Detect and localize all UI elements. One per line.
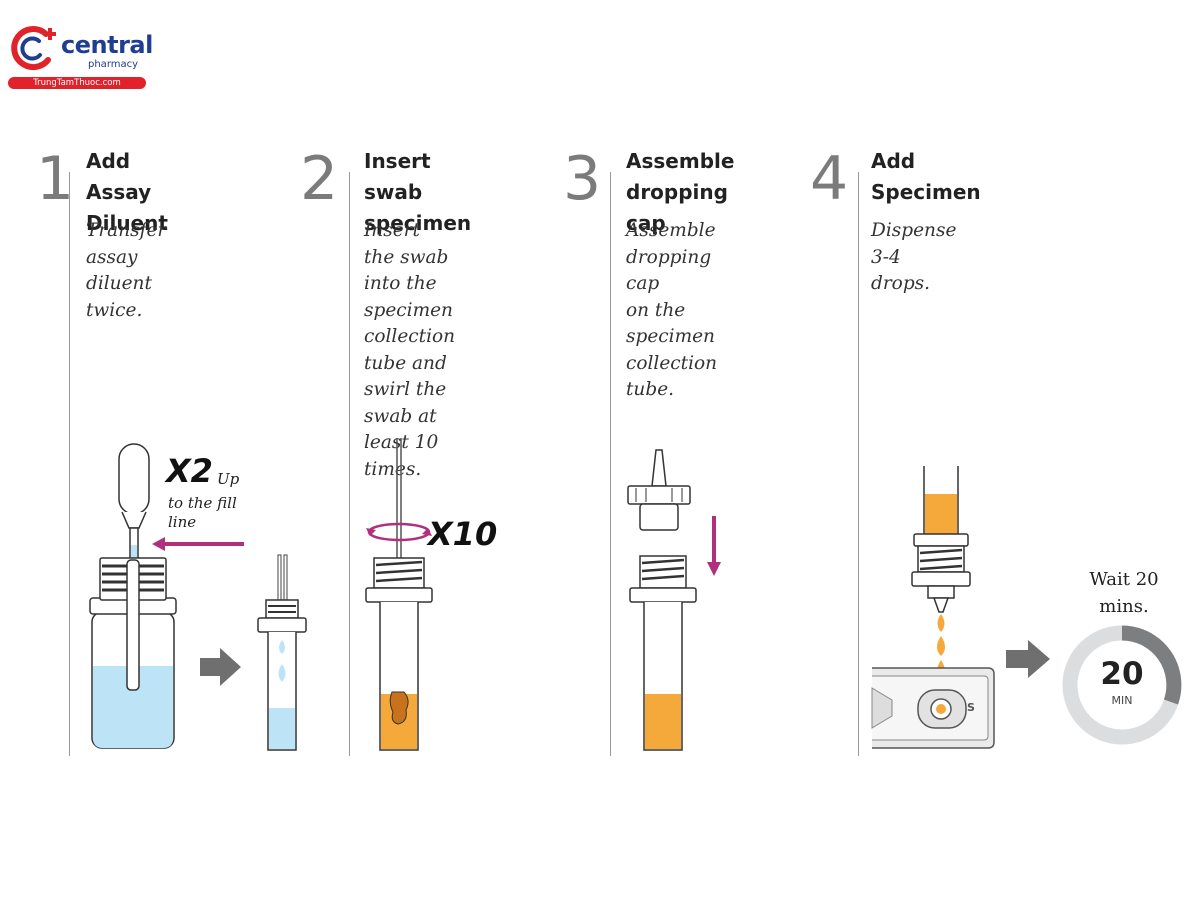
diluent-bottle-icon	[89, 557, 177, 749]
pharmacy-cross-logo-icon	[11, 26, 56, 71]
step-number: 3	[563, 144, 602, 214]
sample-well-mark: S	[967, 701, 975, 714]
swab-in-tube-icon	[365, 438, 433, 751]
repeat-count-label: X2	[166, 452, 213, 490]
step-title: Add Assay Diluent	[86, 149, 168, 235]
fill-line-note-lead: Up	[217, 470, 240, 488]
fill-line-note: to the fill line	[168, 494, 237, 531]
timer-unit: MIN	[1111, 694, 1133, 707]
timer-ring-icon	[1062, 625, 1182, 745]
test-cassette-icon	[871, 667, 995, 749]
step-divider	[69, 172, 70, 756]
gray-arrow-icon	[1006, 640, 1050, 678]
gray-arrow-icon	[200, 648, 241, 686]
step-description: Insert the swab into the specimen collec…	[364, 220, 456, 480]
step-divider	[610, 172, 611, 756]
step-title: Add Specimen	[871, 149, 981, 204]
logo-subtitle: pharmacy	[88, 59, 139, 70]
logo-name: central	[61, 31, 153, 59]
specimen-tube-icon	[629, 555, 697, 751]
step-description: Transfer assay diluent twice.	[86, 220, 167, 321]
central-pharmacy-logo: central pharmacy TrungTamThuoc.com	[6, 22, 156, 92]
timer-value: 20	[1100, 656, 1144, 692]
collection-tube-icon	[257, 554, 307, 751]
step-description: Assemble dropping cap on the specimen co…	[626, 220, 718, 400]
step-divider	[349, 172, 350, 756]
dropping-cap-icon	[627, 449, 691, 531]
step-number: 4	[810, 144, 849, 214]
step-title: Insert swab specimen	[364, 149, 472, 235]
arrow-head-icon	[152, 537, 165, 551]
step-number: 1	[36, 144, 75, 214]
logo-url: TrungTamThuoc.com	[8, 77, 146, 89]
step-number: 2	[300, 144, 339, 214]
step-divider	[858, 172, 859, 756]
swirl-count-label: X10	[428, 515, 498, 553]
inverted-tube-icon	[911, 466, 971, 613]
down-arrow-head-icon	[707, 562, 721, 576]
step-description: Dispense 3-4 drops.	[871, 220, 957, 294]
step-title: Assemble dropping cap	[626, 149, 735, 235]
wait-time-label: Wait 20 mins.	[1089, 569, 1159, 617]
